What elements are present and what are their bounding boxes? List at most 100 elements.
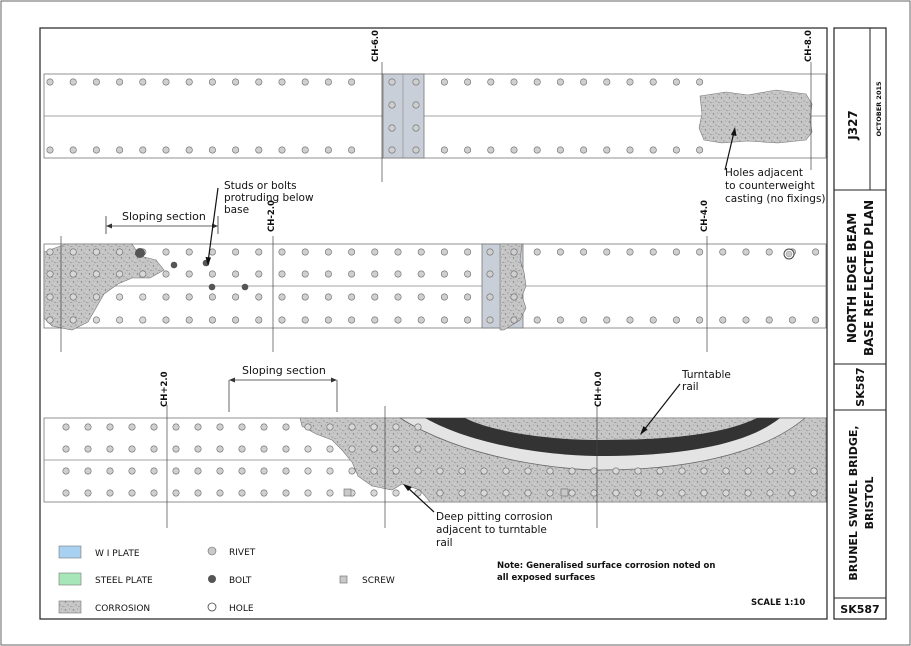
rivet bbox=[106, 489, 114, 497]
rivet bbox=[392, 423, 400, 431]
bolt bbox=[170, 261, 178, 269]
rivet bbox=[678, 489, 686, 497]
rivet bbox=[722, 489, 730, 497]
studs-note-line: base bbox=[224, 204, 249, 216]
rivet bbox=[92, 78, 100, 86]
chainage-label: CH-4.0 bbox=[700, 200, 710, 232]
rivet bbox=[612, 489, 620, 497]
rivet bbox=[810, 467, 818, 475]
rivet bbox=[216, 489, 224, 497]
legend-label: STEEL PLATE bbox=[95, 576, 153, 586]
rivet bbox=[301, 146, 309, 154]
rivet bbox=[324, 248, 332, 256]
rivet bbox=[216, 467, 224, 475]
rivet bbox=[742, 248, 750, 256]
rivet bbox=[510, 293, 518, 301]
rivet bbox=[371, 270, 379, 278]
rivet bbox=[348, 467, 356, 475]
legend-hole-icon bbox=[207, 602, 217, 612]
rivet bbox=[150, 445, 158, 453]
rivet bbox=[238, 489, 246, 497]
rivet bbox=[392, 467, 400, 475]
rivet bbox=[172, 445, 180, 453]
rivet bbox=[172, 467, 180, 475]
rivet bbox=[232, 293, 240, 301]
rivet bbox=[194, 423, 202, 431]
rivet bbox=[388, 101, 396, 109]
rivet bbox=[46, 316, 54, 324]
rivet bbox=[672, 78, 680, 86]
rivet bbox=[719, 316, 727, 324]
rivet bbox=[348, 293, 356, 301]
rivet bbox=[92, 316, 100, 324]
rivet bbox=[208, 270, 216, 278]
rivet bbox=[185, 316, 193, 324]
rivet bbox=[440, 78, 448, 86]
sheet-reference: SK587 bbox=[854, 367, 867, 406]
rivet bbox=[260, 467, 268, 475]
rivet bbox=[812, 248, 820, 256]
title-block: J327 OCTOBER 2015 NORTH EDGE BEAM NORTH … bbox=[0, 0, 887, 620]
rivet bbox=[546, 489, 554, 497]
rivet bbox=[304, 467, 312, 475]
rivet bbox=[370, 423, 378, 431]
legend-label: W I PLATE bbox=[95, 549, 140, 559]
rivet bbox=[414, 423, 422, 431]
rivet bbox=[92, 270, 100, 278]
rivet bbox=[282, 423, 290, 431]
rivet bbox=[238, 467, 246, 475]
turntable-note-line: Turntable bbox=[681, 369, 731, 381]
rivet bbox=[394, 248, 402, 256]
rivet bbox=[502, 489, 510, 497]
rivet bbox=[232, 270, 240, 278]
rivet bbox=[46, 293, 54, 301]
rivet bbox=[700, 489, 708, 497]
rivet bbox=[394, 270, 402, 278]
rivet bbox=[278, 316, 286, 324]
rivet bbox=[116, 270, 124, 278]
rivet bbox=[524, 467, 532, 475]
rivet bbox=[162, 146, 170, 154]
rivet bbox=[656, 467, 664, 475]
rivet bbox=[590, 489, 598, 497]
drawing-number: SK587 bbox=[840, 603, 879, 616]
rivet bbox=[128, 489, 136, 497]
rivet bbox=[722, 467, 730, 475]
rivet bbox=[69, 293, 77, 301]
rivet bbox=[69, 78, 77, 86]
rivet bbox=[533, 146, 541, 154]
rivet bbox=[765, 316, 773, 324]
rivet bbox=[603, 78, 611, 86]
rivet bbox=[69, 270, 77, 278]
rivet bbox=[278, 248, 286, 256]
rivet bbox=[590, 467, 598, 475]
corrosion-area bbox=[499, 243, 527, 331]
beam-strip-2: CH-2.0 CH-4.0 bbox=[43, 200, 827, 352]
rivet bbox=[301, 248, 309, 256]
rivet bbox=[92, 146, 100, 154]
legend-label: CORROSION bbox=[95, 604, 150, 614]
rivet bbox=[128, 467, 136, 475]
rivet bbox=[626, 316, 634, 324]
rivet bbox=[162, 316, 170, 324]
rivet bbox=[194, 467, 202, 475]
rivet bbox=[185, 78, 193, 86]
rivet bbox=[765, 248, 773, 256]
rivet bbox=[348, 248, 356, 256]
rivet bbox=[568, 489, 576, 497]
studs-note-line: protruding below bbox=[224, 192, 314, 204]
legend: W I PLATE STEEL PLATE CORROSION RIVET BO… bbox=[58, 545, 395, 614]
rivet bbox=[194, 489, 202, 497]
rivet bbox=[480, 489, 488, 497]
pitting-note: Deep pitting corrosion adjacent to turnt… bbox=[436, 511, 556, 549]
turntable-note-line: rail bbox=[682, 381, 699, 393]
rivet bbox=[580, 78, 588, 86]
rivet bbox=[533, 316, 541, 324]
pitting-note-line: rail bbox=[436, 537, 453, 549]
legend-rivet-icon bbox=[207, 546, 217, 556]
rivet bbox=[580, 316, 588, 324]
rivet bbox=[208, 146, 216, 154]
rivet bbox=[348, 78, 356, 86]
rivet bbox=[208, 78, 216, 86]
rivet bbox=[84, 467, 92, 475]
